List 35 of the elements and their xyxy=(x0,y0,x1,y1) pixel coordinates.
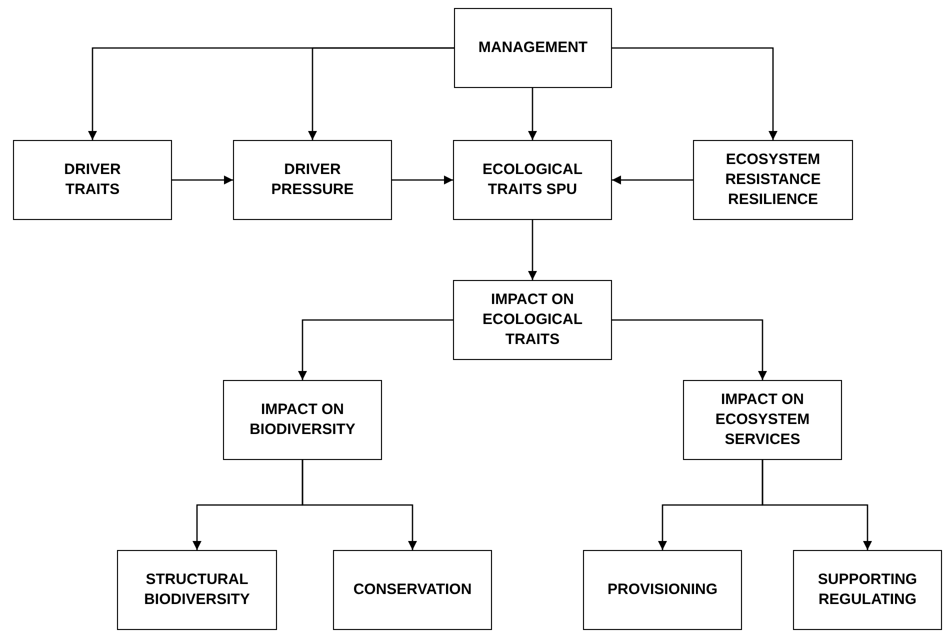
process-box xyxy=(793,550,942,630)
process-box xyxy=(683,380,842,460)
arrow xyxy=(308,47,454,140)
arrow xyxy=(392,176,453,184)
box-label: IMPACT ON ECOLOGICAL TRAITS xyxy=(482,290,584,350)
arrow xyxy=(612,319,767,380)
box-label: MANAGEMENT xyxy=(478,38,588,58)
arrow xyxy=(172,176,233,184)
process-box xyxy=(117,550,277,630)
arrow xyxy=(612,47,778,140)
process-box xyxy=(13,140,172,220)
box-label: ECOLOGICAL TRAITS SPU xyxy=(482,160,584,200)
box-label: IMPACT ON BIODIVERSITY xyxy=(248,400,356,440)
process-box xyxy=(233,140,392,220)
arrow xyxy=(528,88,537,140)
arrow xyxy=(298,319,453,380)
process-box xyxy=(583,550,742,630)
box-label: CONSERVATION xyxy=(353,580,472,600)
arrow xyxy=(612,176,693,184)
box-label: DRIVER TRAITS xyxy=(63,160,122,200)
arrow xyxy=(302,460,417,550)
box-label: DRIVER PRESSURE xyxy=(270,160,355,200)
box-label: PROVISIONING xyxy=(607,580,718,600)
process-box xyxy=(333,550,492,630)
box-label: IMPACT ON ECOSYSTEM SERVICES xyxy=(714,390,811,450)
process-box xyxy=(223,380,382,460)
process-box xyxy=(453,140,612,220)
arrow xyxy=(762,460,872,550)
box-label: ECOSYSTEM RESISTANCE RESILIENCE xyxy=(724,150,822,210)
arrow xyxy=(528,220,537,280)
process-box xyxy=(453,280,612,360)
process-box xyxy=(693,140,853,220)
box-label: SUPPORTING REGULATING xyxy=(816,570,918,610)
box-label: STRUCTURAL BIODIVERSITY xyxy=(143,570,251,610)
process-box xyxy=(454,8,612,88)
